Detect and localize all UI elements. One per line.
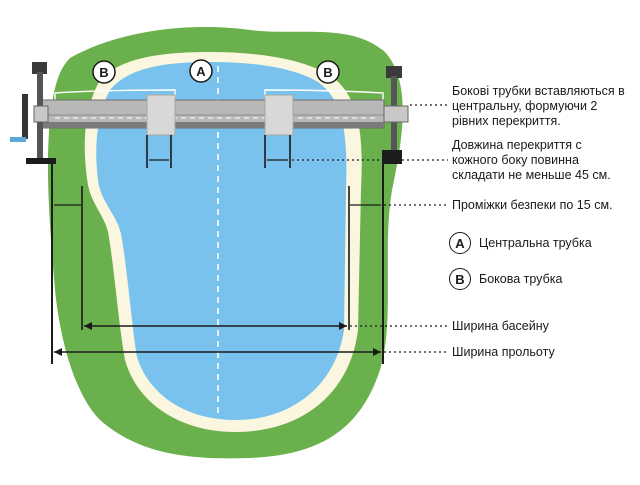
tube-dark-edge — [42, 122, 384, 128]
left-handle-bar — [22, 94, 28, 139]
legend-item-side: B Бокова трубка — [449, 268, 562, 290]
note-safety-gaps: Проміжки безпеки по 15 см. — [452, 198, 613, 212]
right-tube-bracket — [264, 89, 384, 100]
badge-center-tube — [189, 59, 213, 83]
pool-width-arrow-right — [339, 322, 347, 330]
legend-label-side: Бокова трубка — [479, 272, 563, 286]
span-width-arrow-right — [373, 348, 381, 356]
span-width-arrow-left — [54, 348, 62, 356]
badge-center-tube-label: A — [196, 64, 206, 79]
legend-badge-b: B — [449, 268, 471, 290]
note-side-tubes: Бокові трубки вставляються в центральну,… — [452, 84, 625, 128]
left-tube-bracket — [54, 89, 176, 100]
left-post-cap — [32, 62, 47, 74]
badge-right-tube-label: B — [323, 65, 332, 80]
badge-left-tube-label: B — [99, 65, 108, 80]
legend-item-central: A Центральна трубка — [449, 232, 592, 254]
left-post-clamp — [33, 105, 49, 123]
right-post-cap — [386, 66, 402, 78]
pool-width-arrow-left — [84, 322, 92, 330]
note-pool-width: Ширина басейну — [452, 319, 549, 333]
right-post-clamp — [383, 105, 409, 123]
note-overlap: Довжина перекриття с кожного боку повинн… — [452, 138, 611, 182]
legend-label-central: Центральна трубка — [479, 236, 592, 250]
overlap-right — [264, 94, 294, 136]
left-post-foot — [26, 158, 56, 164]
badge-right-tube — [316, 60, 340, 84]
note-span-width: Ширина прольоту — [452, 345, 555, 359]
right-post-foot — [382, 150, 402, 164]
crank-handle — [10, 137, 26, 142]
overlap-left — [146, 94, 176, 136]
pool-water — [96, 62, 347, 420]
legend-badge-a: A — [449, 232, 471, 254]
badge-left-tube — [92, 60, 116, 84]
